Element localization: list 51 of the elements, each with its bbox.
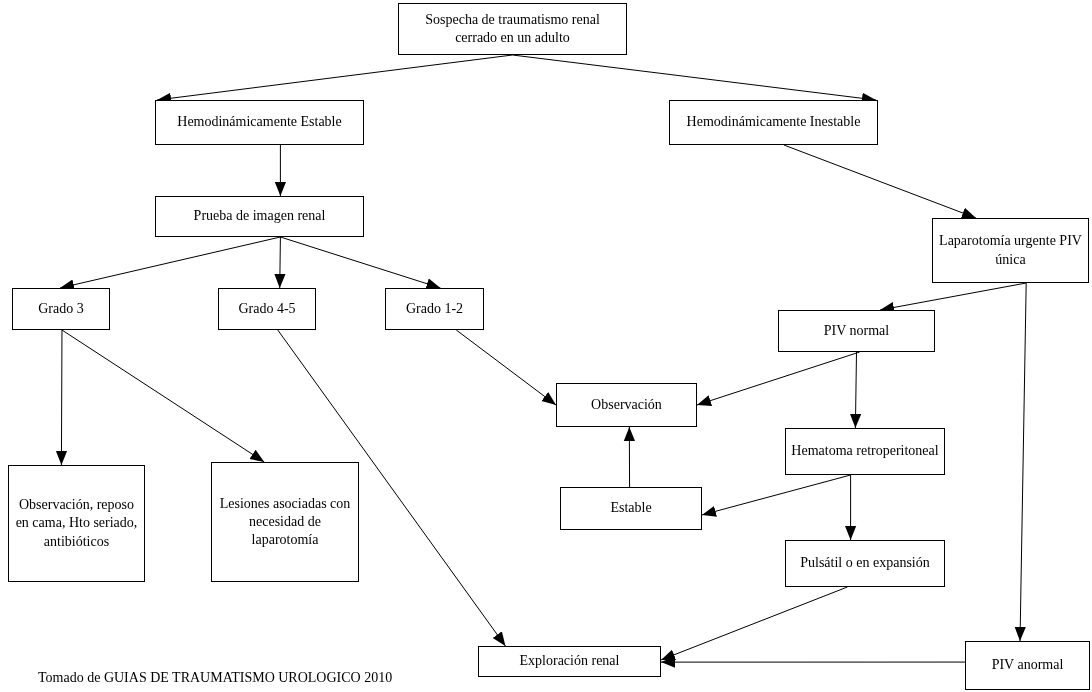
node-label: Estable — [610, 499, 652, 518]
arrow — [455, 329, 557, 406]
arrow — [1014, 282, 1027, 642]
node-label: Hemodinámicamente Inestable — [686, 113, 861, 132]
process-box — [218, 288, 316, 330]
process-box — [932, 218, 1089, 283]
process-box — [155, 100, 364, 145]
node-label: PIV normal — [823, 321, 890, 340]
node-label: Pulsátil o en expansión — [800, 554, 930, 573]
node-label: Lesiones asociadas con necesidad de laparotomía — [218, 494, 352, 550]
node-label: Hemodinámicamente Estable — [177, 113, 342, 132]
arrow — [61, 329, 265, 463]
arrow — [279, 236, 441, 290]
arrow — [274, 144, 286, 197]
node-label: Observación, reposo en cama, Hto seriado, antibióticos — [14, 496, 139, 551]
process-box — [12, 288, 110, 330]
arrow — [274, 236, 286, 289]
arrow — [850, 351, 862, 429]
process-box — [560, 487, 702, 530]
node-label: PIV anormal — [991, 656, 1064, 675]
node-label: Exploración renal — [519, 652, 620, 671]
process-box — [785, 428, 945, 475]
source-note: Tomado de GUIAS DE TRAUMATISMO UROLOGICO 2010 — [38, 670, 393, 686]
arrow — [277, 329, 506, 647]
arrow — [845, 474, 857, 541]
node-label: Grado 3 — [38, 299, 84, 318]
node-label: Observación — [591, 395, 662, 414]
process-box — [669, 100, 878, 145]
arrow — [660, 586, 848, 661]
arrow — [696, 351, 861, 406]
process-box — [965, 641, 1090, 690]
arrow — [55, 329, 68, 466]
node-label: Prueba de imagen renal — [193, 207, 326, 226]
arrow — [783, 144, 977, 219]
arrow — [623, 426, 635, 488]
process-box — [385, 288, 484, 330]
process-box — [155, 196, 364, 237]
node-label: Hematoma retroperitoneal — [791, 442, 939, 461]
process-box — [478, 646, 661, 677]
process-box — [211, 462, 359, 582]
node-label: Grado 4-5 — [238, 299, 296, 318]
process-box — [778, 310, 935, 352]
node-label: Laparotomía urgente PIV única — [938, 232, 1083, 269]
process-box — [556, 383, 697, 427]
arrow — [701, 474, 852, 517]
arrow — [660, 656, 966, 668]
process-box — [785, 540, 945, 587]
process-box — [8, 465, 145, 582]
process-box — [398, 3, 627, 55]
node-label: Sospecha de traumatismo renal cerrado en un adulto — [424, 10, 601, 47]
node-label: Grado 1-2 — [405, 299, 464, 318]
